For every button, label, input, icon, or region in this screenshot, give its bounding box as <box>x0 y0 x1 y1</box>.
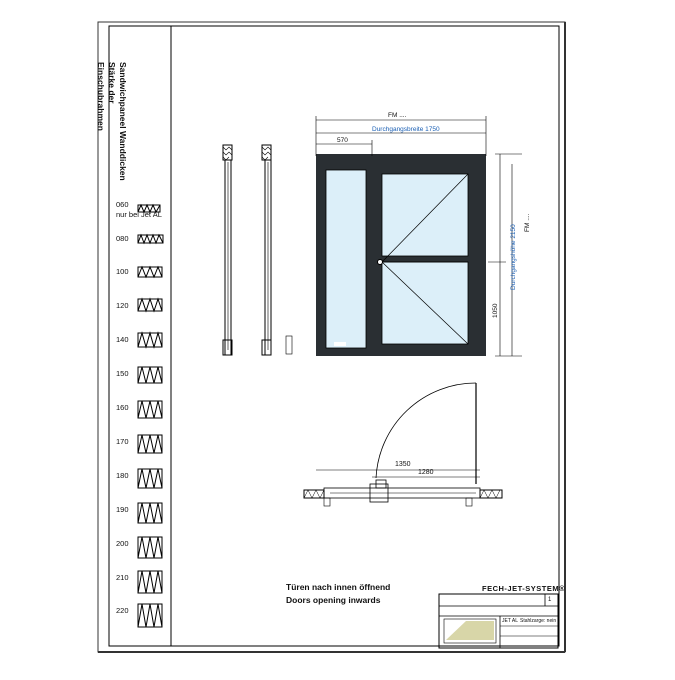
thickness-label-160: 160 <box>116 403 129 412</box>
side-title-line1: Sandwichpaneel Wanddicken <box>118 62 128 181</box>
opening-lines <box>381 173 469 345</box>
side-panel-glass <box>325 169 367 349</box>
thickness-symbol-190 <box>137 502 163 524</box>
thickness-symbols <box>137 203 164 628</box>
dim-side-width: 570 <box>337 137 348 144</box>
thickness-label-060: 060 <box>116 200 129 209</box>
thickness-label-080: 080 <box>116 234 129 243</box>
thickness-label-140: 140 <box>116 335 129 344</box>
thickness-label-190: 190 <box>116 505 129 514</box>
thickness-label-220: 220 <box>116 606 129 615</box>
thickness-symbol-160 <box>137 400 163 419</box>
thickness-symbol-140 <box>137 331 163 349</box>
brand-name: FECH-JET-SYSTEM® <box>482 584 566 593</box>
vertical-section-right <box>261 144 293 356</box>
thickness-symbol-080 <box>137 233 164 245</box>
thickness-note-060: nur bei Jet AL <box>116 210 162 219</box>
thickness-symbol-220 <box>137 603 163 628</box>
dim-handle-height: 1050 <box>492 303 499 318</box>
door-glass-top <box>381 173 469 257</box>
thickness-symbol-200 <box>137 536 163 559</box>
door-plan-frame <box>323 487 481 499</box>
dim-plan-inner: 1280 <box>418 469 434 476</box>
dimension-lines <box>315 116 522 357</box>
thickness-label-180: 180 <box>116 471 129 480</box>
caption-de: Türen nach innen öffnend <box>286 582 391 592</box>
side-title-line3: Einschubrahmen <box>96 62 106 131</box>
caption-en: Doors opening inwards <box>286 595 381 605</box>
side-panel-kick <box>334 342 346 346</box>
thickness-symbol-120 <box>137 297 163 313</box>
plan-view <box>303 382 503 507</box>
thickness-label-120: 120 <box>116 301 129 310</box>
dim-fm-top: FM .... <box>388 112 407 119</box>
thickness-symbol-170 <box>137 434 163 454</box>
frame-status: Stahlzarge: nein <box>520 618 557 624</box>
thickness-symbol-210 <box>137 570 163 594</box>
dim-fm-right: FM .... <box>524 213 531 232</box>
inner-frame <box>108 25 560 647</box>
thickness-symbol-100 <box>137 265 163 279</box>
dim-plan-outer: 1350 <box>395 461 411 468</box>
thickness-label-200: 200 <box>116 539 129 548</box>
thickness-symbol-180 <box>137 468 163 489</box>
sheet-number: 1 <box>548 597 552 603</box>
side-title-line2: Stärke der <box>107 62 117 104</box>
door-handle <box>377 259 383 265</box>
thickness-symbol-150 <box>137 366 163 384</box>
door-swing-arc <box>375 382 477 479</box>
thickness-label-100: 100 <box>116 267 129 276</box>
jet-type: JET AL <box>502 618 519 624</box>
thickness-label-170: 170 <box>116 437 129 446</box>
dim-passage-height: Durchgangshöhe 2150 <box>510 224 517 290</box>
dim-passage-width: Durchgangsbreite 1750 <box>372 126 440 133</box>
door-elevation <box>316 154 486 356</box>
thickness-symbol-060 <box>137 203 161 214</box>
thickness-label-210: 210 <box>116 573 129 582</box>
side-title: Sandwichpaneel Wanddicken Stärke der Ein… <box>95 62 128 181</box>
thickness-label-150: 150 <box>116 369 129 378</box>
title-block <box>438 593 559 649</box>
vertical-section-left <box>222 144 233 356</box>
